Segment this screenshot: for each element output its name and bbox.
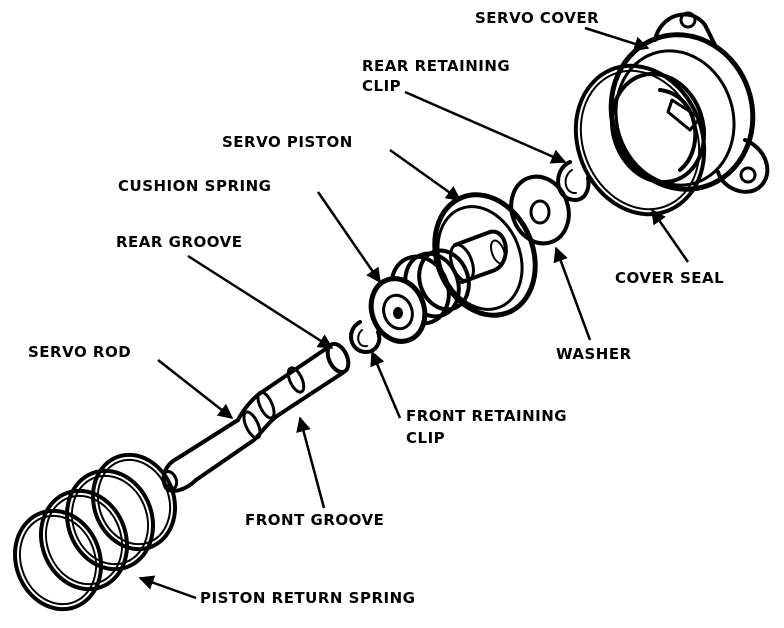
- leader-rear-groove: [187, 254, 334, 350]
- leader-front-retaining-clip: [370, 350, 402, 419]
- label-cushion-spring: CUSHION SPRING: [118, 177, 272, 195]
- leader-cushion-spring: [316, 191, 382, 284]
- label-cover-seal: COVER SEAL: [615, 269, 725, 287]
- washer: [509, 174, 571, 246]
- front-retaining-clip: [349, 320, 382, 354]
- leader-servo-cover: [584, 26, 650, 52]
- label-front-retaining-clip-line1: FRONT RETAINING: [406, 407, 568, 425]
- cover-seal: [573, 63, 707, 217]
- label-rear-groove: REAR GROOVE: [116, 233, 243, 251]
- leader-lines: [138, 26, 690, 600]
- rear-retaining-clip: [556, 160, 591, 202]
- label-front-retaining-clip-line2: CLIP: [406, 429, 446, 447]
- cushion-spring: [368, 248, 471, 344]
- leader-front-groove: [296, 416, 326, 509]
- leader-washer: [553, 246, 592, 341]
- label-servo-rod: SERVO ROD: [28, 343, 132, 361]
- leader-piston-return-spring: [138, 575, 197, 600]
- label-servo-piston: SERVO PISTON: [222, 133, 353, 151]
- label-rear-retaining-clip-line1: REAR RETAINING: [362, 57, 511, 75]
- label-servo-cover: SERVO COVER: [475, 9, 600, 27]
- label-rear-retaining-clip-line2: CLIP: [362, 77, 402, 95]
- label-washer: WASHER: [556, 345, 632, 363]
- leader-servo-rod: [157, 359, 234, 419]
- servo-cover: [608, 11, 770, 194]
- label-piston-return-spring: PISTON RETURN SPRING: [200, 589, 416, 607]
- leader-rear-retaining-clip: [404, 90, 567, 164]
- servo-rod: [161, 341, 351, 493]
- piston-return-spring: [12, 452, 178, 612]
- leader-servo-piston: [389, 148, 462, 202]
- label-front-groove: FRONT GROOVE: [245, 511, 385, 529]
- leader-cover-seal: [650, 208, 690, 263]
